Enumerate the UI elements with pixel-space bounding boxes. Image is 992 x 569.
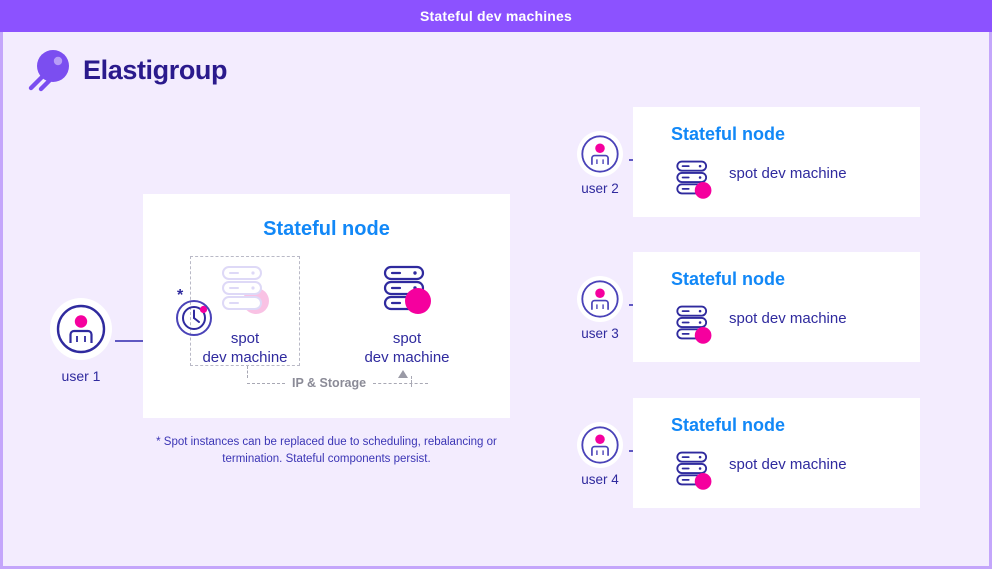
brand-logo: Elastigroup [25,46,228,94]
server-stack-icon [218,266,272,323]
stateful-boundary-box [190,256,300,366]
panel-title: Stateful node [263,218,390,240]
ip-storage-label: IP & Storage [292,376,367,390]
user-1: user 1 [45,298,117,384]
card-title: Stateful node [671,269,786,289]
footnote-text: * Spot instances can be replaced due to … [156,436,497,465]
asterisk-marker: * [177,287,184,304]
user-node-row: user 4 Stateful node [563,398,923,508]
triangle-up-icon [398,370,408,378]
machine-faded-label: spot dev machine [202,330,288,366]
elastigroup-comet-logo-icon [25,46,73,94]
page-title: Stateful dev machines [419,8,573,24]
machine-faded: spot dev machine [185,261,305,368]
connector-dash-left [247,382,285,384]
machine-active: spot dev machine [347,261,467,368]
stateful-node-card: Stateful node [633,107,920,217]
server-stack-icon [673,448,715,492]
stateful-node-card: Stateful node [633,252,920,362]
card-title: Stateful node [671,124,786,144]
user-node-row: user 2 Stateful node [563,107,923,217]
user-4: user 4 [569,422,631,487]
user-3: user 3 [569,276,631,341]
card-machine-label: spot dev machine [729,165,847,182]
user-4-label: user 4 [581,472,619,487]
machine-active-label: spot dev machine [364,330,450,366]
user-avatar-icon [577,276,623,322]
user-node-row: user 3 Stateful node [563,252,923,362]
user-1-label: user 1 [61,368,101,384]
user-avatar-icon [50,298,112,360]
user-2: user 2 [569,131,631,196]
user-3-label: user 3 [581,326,619,341]
user-avatar-icon [577,422,623,468]
server-stack-icon [673,302,715,346]
ip-storage-connector: IP & Storage [247,376,429,390]
connector-stub-right [411,376,412,387]
server-stack-icon [673,157,715,201]
connector-stub-left [247,366,248,378]
stateful-node-card: Stateful node [633,398,920,508]
connector-dash-right [373,382,429,384]
card-machine-label: spot dev machine [729,310,847,327]
title-bar: Stateful dev machines [0,0,992,32]
card-title: Stateful node [671,415,786,435]
main-stateful-node-panel: Stateful node * [143,194,510,418]
user-2-label: user 2 [581,181,619,196]
brand-name: Elastigroup [83,54,228,85]
clock-icon [175,299,213,337]
user-avatar-icon [577,131,623,177]
diagram-canvas: Elastigroup user 1 Statef [0,32,992,569]
server-stack-icon [380,265,434,323]
card-machine-label: spot dev machine [729,456,847,473]
